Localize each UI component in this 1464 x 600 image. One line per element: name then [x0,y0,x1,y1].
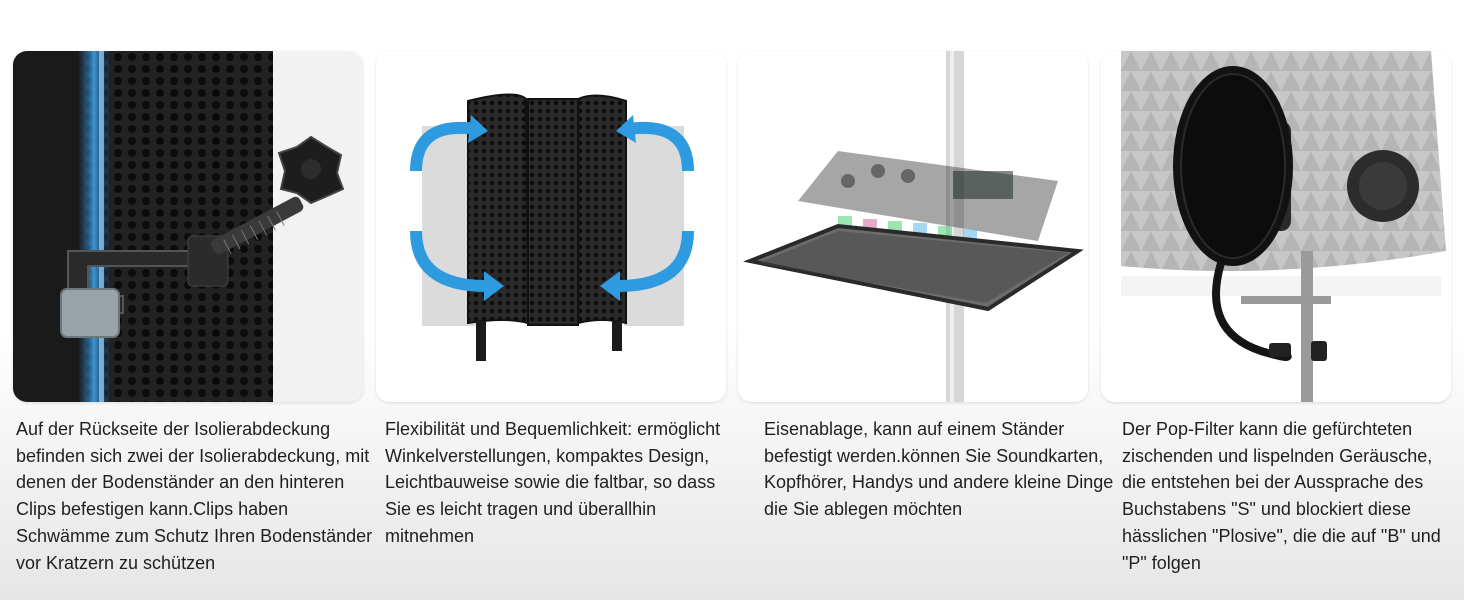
pop-filter-illustration [1101,51,1451,402]
feature-image-tray [738,51,1088,402]
caption-flexibility: Flexibilität und Bequemlichkeit: ermögli… [385,419,721,546]
clip-illustration [13,51,363,402]
feature-image-folding-shield [376,51,726,402]
feature-image-clip [13,51,363,402]
folding-shield-illustration [376,51,726,402]
caption-tray: Eisenablage, kann auf einem Ständer befe… [764,419,1114,520]
caption-clip: Auf der Rückseite der Isolierabdeckung b… [16,419,373,573]
tray-illustration [738,51,1088,402]
feature-image-pop-filter [1101,51,1451,402]
caption-pop-filter: Der Pop-Filter kann die gefürchteten zis… [1122,419,1441,573]
